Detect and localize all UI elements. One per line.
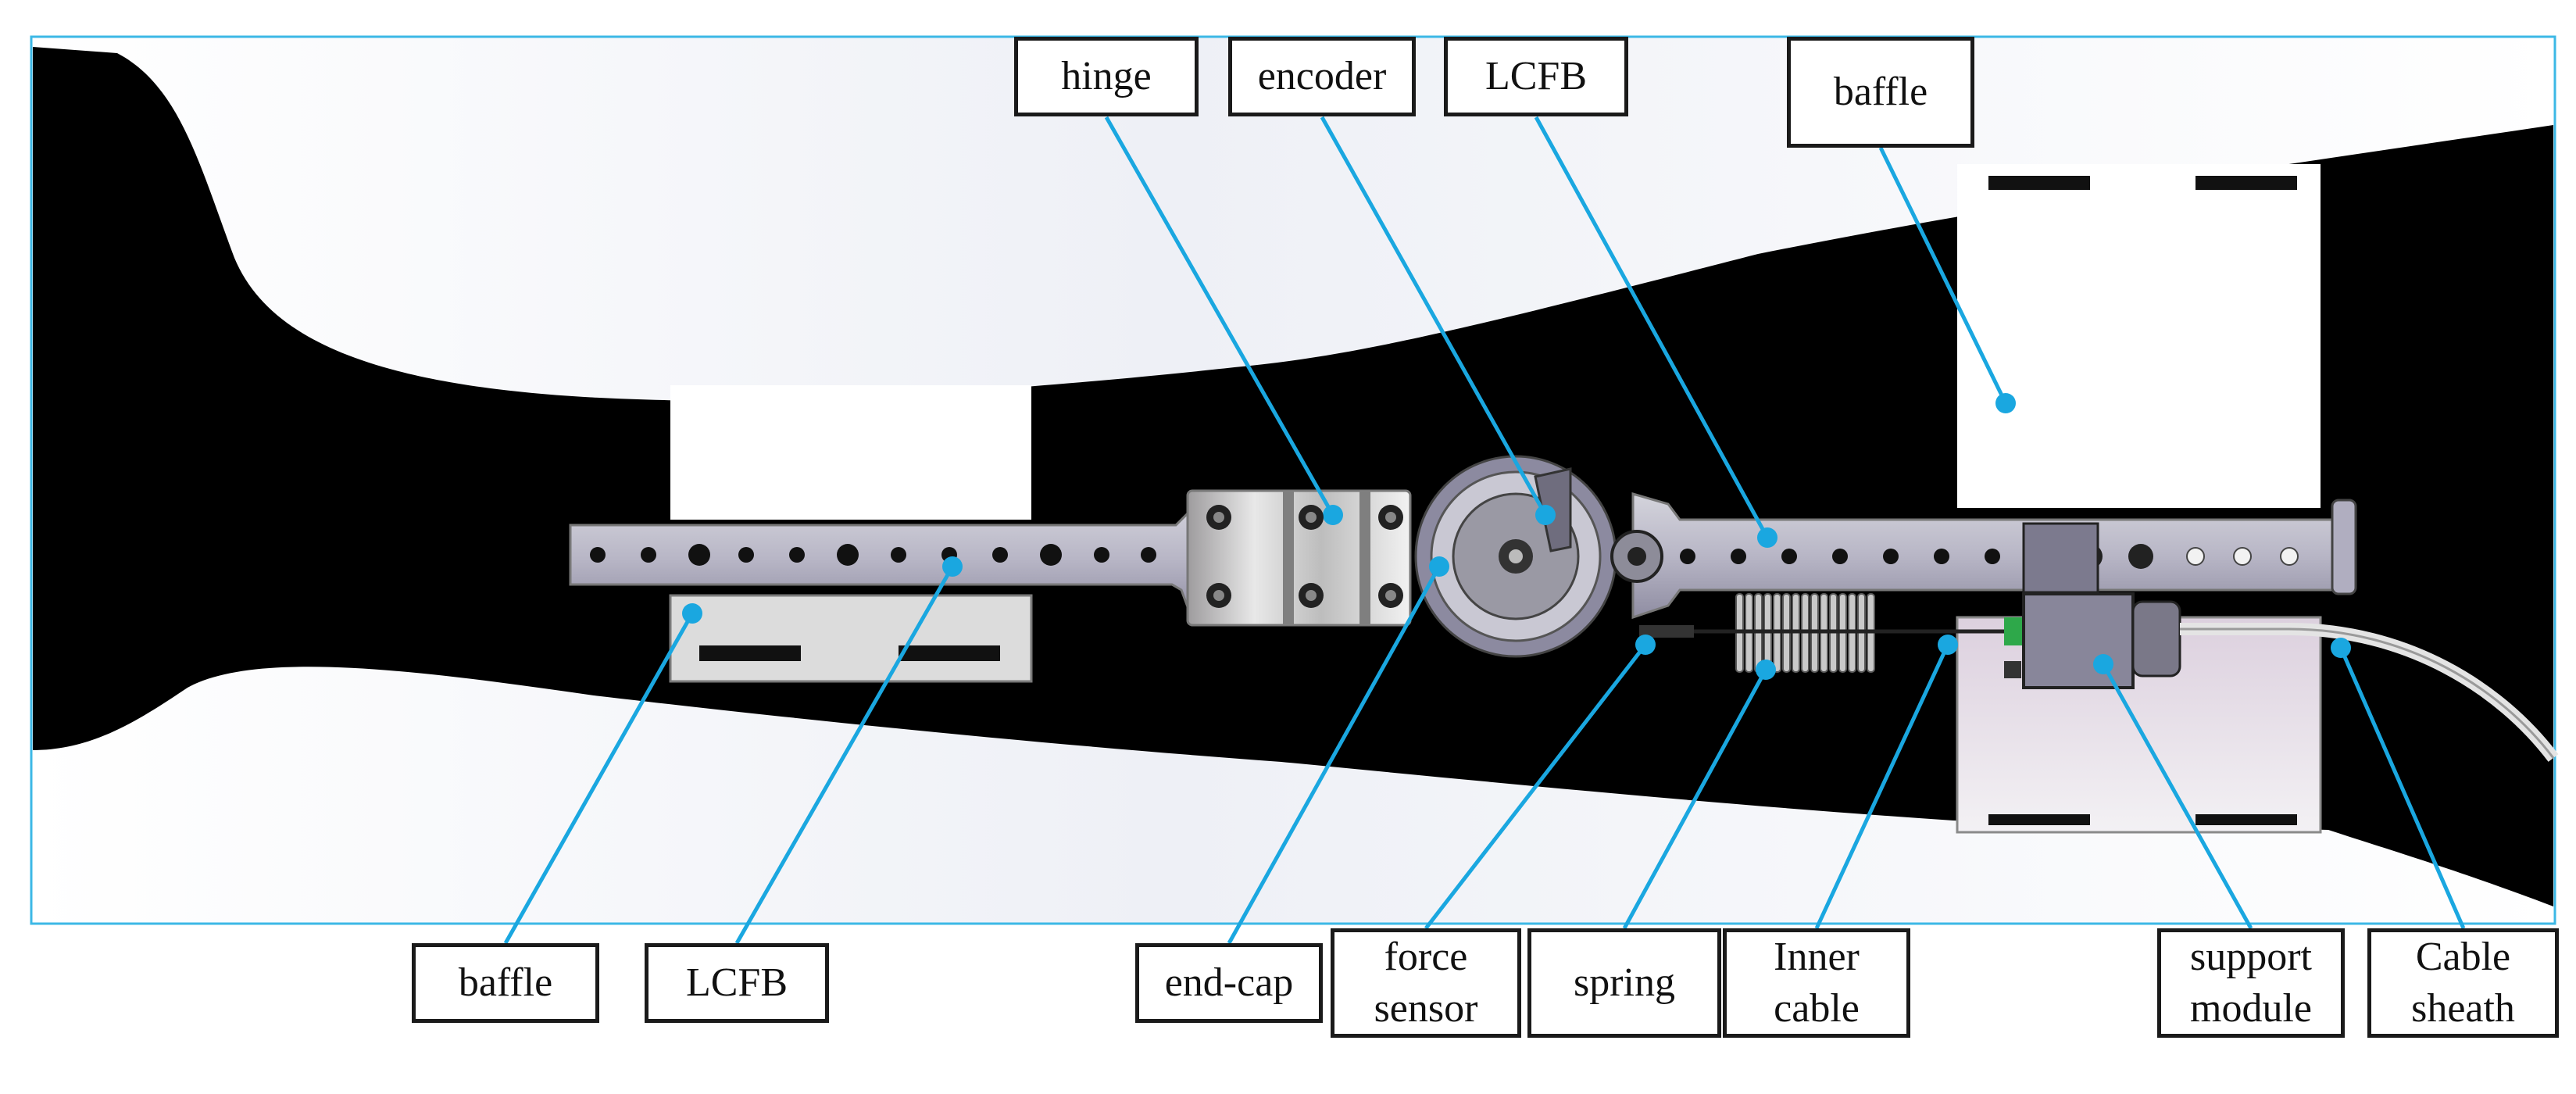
leader-dot — [1323, 505, 1343, 525]
support-module-body — [2022, 592, 2135, 689]
right-bar-hole — [1934, 549, 1949, 564]
leader-lines — [503, 116, 2466, 945]
support-module-plate — [2022, 522, 2099, 594]
leader-line — [2338, 646, 2466, 930]
encoder-shaft-center — [1509, 549, 1523, 563]
right-baffle-slot-b — [2195, 176, 2297, 190]
leader-line — [1104, 116, 1335, 517]
right-bar-eyelet — [2186, 547, 2205, 566]
leader-dot — [942, 556, 963, 577]
hinge-groove-b — [1359, 491, 1370, 625]
hinge-groove-a — [1283, 491, 1294, 625]
support-module-screw — [2004, 661, 2021, 678]
leader-line — [734, 565, 955, 945]
left-bar-hole — [891, 547, 906, 563]
leader-dot — [2093, 654, 2113, 674]
right-bar-screw — [2128, 544, 2153, 569]
right-baffle-slot-a — [1988, 176, 2090, 190]
leader-dot — [1429, 556, 1449, 577]
cable-sheath-edge — [2180, 627, 2555, 759]
leader-dot — [1938, 635, 1958, 655]
right-baffle-upper — [1957, 164, 2321, 508]
right-bar-hole — [1680, 549, 1695, 564]
left-baffle-slot-a — [699, 645, 801, 661]
label-encoder: encoder — [1228, 37, 1416, 116]
leader-line — [1878, 146, 2008, 405]
right-bar-hole — [1731, 549, 1746, 564]
left-bar-hole — [688, 544, 710, 566]
leader-dot — [2331, 638, 2351, 658]
leader-dot — [1757, 527, 1777, 548]
hinge-screw-center — [1213, 590, 1224, 601]
leader-dot — [1535, 505, 1556, 525]
leader-dot — [1756, 660, 1776, 680]
right-bar-end-clip — [2331, 499, 2357, 595]
left-lcfb-holes — [590, 544, 1156, 566]
label-hinge: hinge — [1014, 37, 1199, 116]
leader-dot — [1995, 393, 2016, 413]
hinge-screw-center — [1213, 512, 1224, 523]
hinge-block — [1186, 489, 1412, 627]
leader-line — [2101, 663, 2253, 930]
left-bar-hole — [992, 547, 1008, 563]
left-bar-hole — [1040, 544, 1062, 566]
left-bar-hole — [1094, 547, 1109, 563]
label-lcfb-top: LCFB — [1444, 37, 1628, 116]
right-baffle-slot-d — [2195, 814, 2297, 825]
left-bar-hole — [837, 544, 859, 566]
left-bar-hole — [789, 547, 805, 563]
force-sensor-body — [1639, 625, 1694, 638]
support-module-collar — [2131, 600, 2181, 677]
right-bar-hole — [1985, 549, 2000, 564]
leader-line — [1622, 668, 1768, 930]
leader-dot — [682, 603, 702, 624]
right-baffle-slot-c — [1988, 814, 2090, 825]
hinge-screw-center — [1385, 512, 1396, 523]
label-spring: spring — [1527, 928, 1721, 1038]
left-bar-hole — [590, 547, 606, 563]
right-bar-eyelet — [2280, 547, 2299, 566]
leader-line — [1814, 643, 1950, 930]
right-bar-hole — [1832, 549, 1848, 564]
leader-dot — [1635, 635, 1656, 655]
leader-line — [1320, 116, 1548, 517]
left-bar-hole — [641, 547, 656, 563]
right-bar-hole — [1883, 549, 1899, 564]
hinge-pivot-center — [1627, 547, 1646, 566]
label-lcfb-bottom: LCFB — [645, 943, 829, 1023]
limb-silhouette — [33, 47, 2553, 906]
left-baffle-lower — [669, 594, 1033, 683]
leader-line — [1227, 565, 1442, 945]
label-end-cap: end-cap — [1135, 943, 1323, 1023]
left-baffle-slot-b — [899, 645, 1000, 661]
left-bar-hole — [1141, 547, 1156, 563]
leader-line — [503, 612, 695, 945]
hinge-screw-center — [1306, 590, 1317, 601]
leader-line — [1424, 643, 1647, 930]
label-baffle-top: baffle — [1787, 37, 1974, 148]
hinge-screw-center — [1385, 590, 1396, 601]
left-bar-hole — [738, 547, 754, 563]
leader-line — [1534, 116, 1770, 539]
right-bar-eyelet — [2233, 547, 2252, 566]
left-baffle-upper — [670, 385, 1031, 520]
hinge-screw-center — [1306, 512, 1317, 523]
right-bar-hole — [1781, 549, 1797, 564]
label-baffle-bottom: baffle — [412, 943, 599, 1023]
